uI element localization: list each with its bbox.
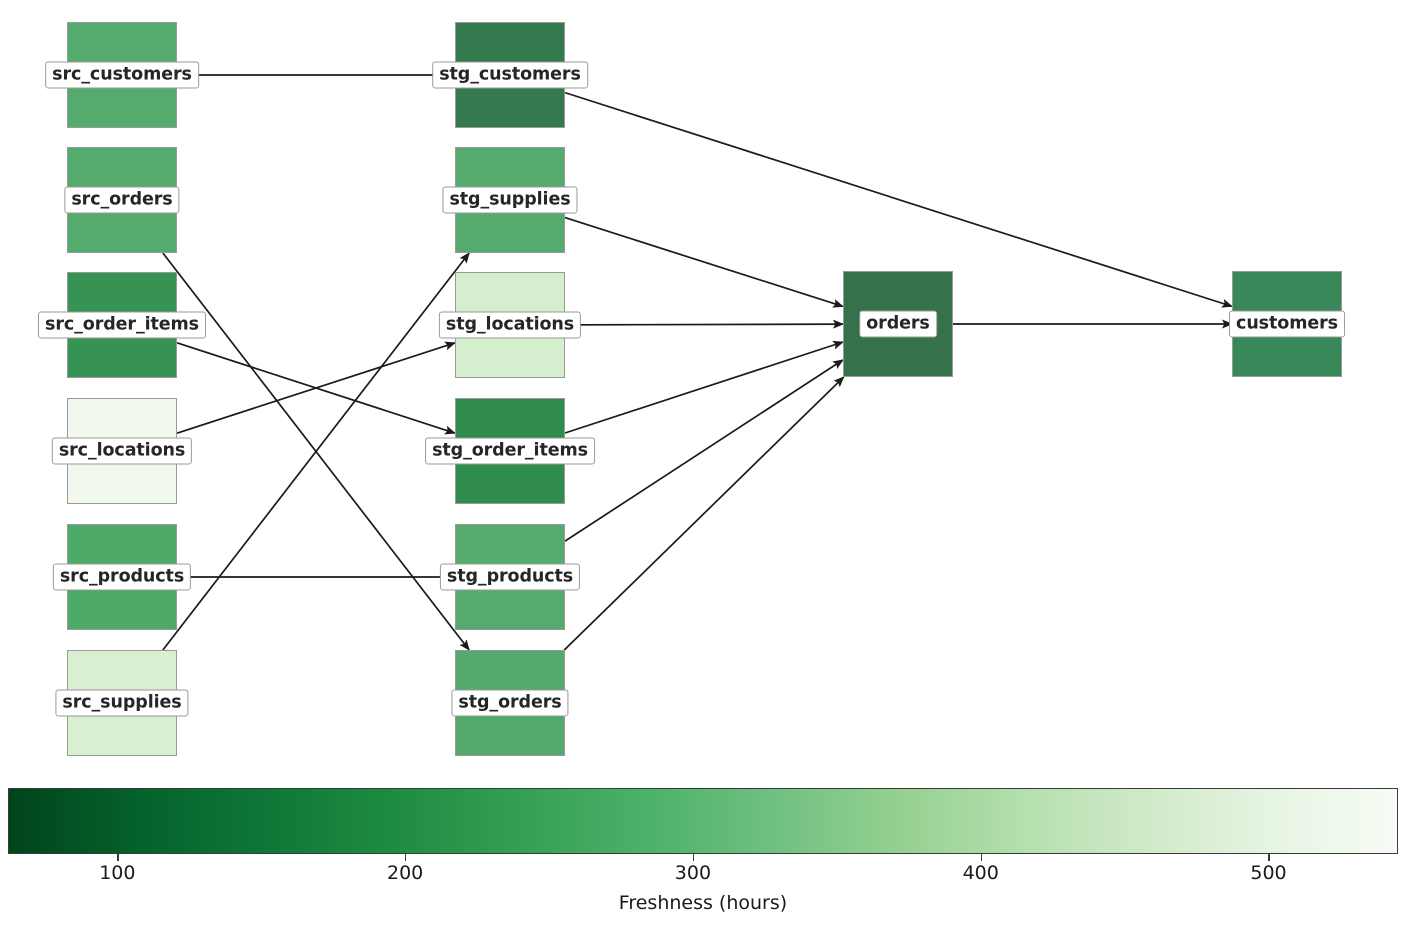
edge-src_supplies-to-stg_supplies bbox=[162, 252, 470, 651]
node-label-customers[interactable]: customers bbox=[1229, 310, 1345, 338]
node-label-stg_customers[interactable]: stg_customers bbox=[432, 61, 588, 89]
edge-stg_locations-to-orders bbox=[564, 319, 844, 329]
node-label-stg_orders[interactable]: stg_orders bbox=[451, 689, 569, 717]
colorbar-tick-label-100: 100 bbox=[99, 862, 136, 884]
edge-stg_supplies-to-orders bbox=[564, 216, 844, 308]
node-label-src_order_items[interactable]: src_order_items bbox=[38, 311, 206, 339]
node-label-orders[interactable]: orders bbox=[859, 310, 937, 338]
node-label-src_orders[interactable]: src_orders bbox=[64, 186, 180, 214]
colorbar-tick-400 bbox=[980, 854, 982, 861]
colorbar-title: Freshness (hours) bbox=[618, 892, 788, 914]
colorbar-tick-500 bbox=[1268, 854, 1270, 861]
colorbar-tick-label-300: 300 bbox=[674, 862, 712, 884]
edge-stg_orders-to-orders bbox=[563, 376, 845, 651]
node-label-src_supplies[interactable]: src_supplies bbox=[55, 689, 189, 717]
node-label-stg_products[interactable]: stg_products bbox=[439, 563, 581, 591]
edge-stg_products-to-orders bbox=[564, 359, 844, 542]
edge-src_locations-to-stg_locations bbox=[176, 341, 456, 434]
node-label-src_locations[interactable]: src_locations bbox=[51, 437, 193, 465]
node-label-src_products[interactable]: src_products bbox=[52, 563, 192, 591]
node-label-src_customers[interactable]: src_customers bbox=[45, 61, 199, 89]
colorbar-tick-200 bbox=[405, 854, 407, 861]
colorbar-tick-label-500: 500 bbox=[1250, 862, 1287, 884]
colorbar-gradient bbox=[8, 788, 1398, 854]
colorbar-tick-300 bbox=[692, 854, 695, 861]
node-label-stg_supplies[interactable]: stg_supplies bbox=[442, 186, 578, 214]
colorbar: 100 200 300 400 500 Freshness (hours) bbox=[8, 788, 1398, 914]
edge-stg_order_items-to-orders bbox=[564, 340, 844, 434]
node-label-stg_order_items[interactable]: stg_order_items bbox=[425, 437, 595, 465]
colorbar-tick-label-400: 400 bbox=[962, 862, 999, 884]
colorbar-tick-100 bbox=[117, 854, 119, 861]
edge-stg_customers-to-customers bbox=[564, 91, 1233, 308]
colorbar-tick-label-200: 200 bbox=[387, 862, 424, 884]
node-label-stg_locations[interactable]: stg_locations bbox=[438, 311, 582, 339]
